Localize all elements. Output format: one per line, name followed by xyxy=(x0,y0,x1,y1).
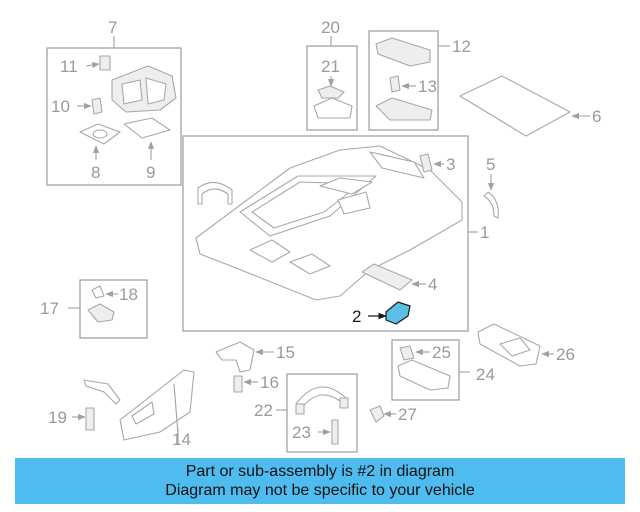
lamp-21-part xyxy=(317,85,345,99)
callout-16: 16 xyxy=(260,373,279,392)
callout-20: 20 xyxy=(321,18,340,37)
bracket-2-part xyxy=(385,301,411,325)
banner-line-1: Part or sub-assembly is #2 in diagram xyxy=(185,463,455,480)
lens-9-part xyxy=(123,117,171,139)
part-6: 6 xyxy=(459,75,601,137)
callout-21: 21 xyxy=(321,57,340,76)
group-20-frame xyxy=(306,45,358,131)
part-5: 5 xyxy=(483,155,499,219)
group-20: 20 21 xyxy=(306,18,358,131)
callout-5: 5 xyxy=(486,155,495,174)
pad-4-part xyxy=(361,263,413,291)
group-17: 17 18 xyxy=(40,279,148,339)
callout-8: 8 xyxy=(91,163,100,182)
screw-16-part xyxy=(233,375,243,393)
bulb-11-part xyxy=(99,55,111,71)
group-17-frame xyxy=(79,279,148,339)
group-24: 24 25 xyxy=(391,339,495,401)
callout-4: 4 xyxy=(428,275,437,294)
info-banner: Part or sub-assembly is #2 in diagram Di… xyxy=(15,458,625,504)
bulb-13-part xyxy=(389,75,401,93)
callout-13: 13 xyxy=(418,77,437,96)
bracket-15-16: 15 16 xyxy=(215,341,295,393)
lamp-20-part xyxy=(313,97,353,119)
clip-3-part xyxy=(419,153,433,173)
headliner-part xyxy=(195,145,463,301)
callout-6: 6 xyxy=(592,107,601,126)
callout-19: 19 xyxy=(48,408,67,427)
lens-12-part xyxy=(375,97,433,121)
callout-15: 15 xyxy=(276,343,295,362)
callout-11: 11 xyxy=(60,57,78,76)
banner-line-2: Diagram may not be specific to your vehi… xyxy=(165,482,475,499)
callout-27: 27 xyxy=(398,405,417,424)
parts-diagram: 7 11 10 8 9 20 21 12 xyxy=(40,18,601,453)
bracket-15-part xyxy=(215,341,255,373)
trim-5-part xyxy=(483,191,499,219)
handle-part xyxy=(197,181,233,205)
group-12: 12 13 xyxy=(368,30,471,131)
sunvisor-group: 14 19 xyxy=(48,369,195,449)
callout-25: 25 xyxy=(432,343,451,362)
mat-6-part xyxy=(459,75,571,137)
callout-22: 22 xyxy=(254,401,273,420)
callout-18: 18 xyxy=(119,285,138,304)
screw-23-part xyxy=(331,419,339,445)
callout-1: 1 xyxy=(480,223,489,242)
map-lamp-housing xyxy=(111,65,177,113)
bulb-10-part xyxy=(91,97,103,115)
callout-7: 7 xyxy=(108,18,117,37)
callout-3: 3 xyxy=(446,155,455,174)
group-7: 7 11 10 8 9 xyxy=(46,18,182,186)
callout-12: 12 xyxy=(452,37,471,56)
callout-14: 14 xyxy=(172,430,191,449)
hook-17-part xyxy=(87,303,115,323)
clip-27-part xyxy=(369,405,385,423)
group-12-frame xyxy=(368,30,439,131)
headliner-frame xyxy=(182,135,469,332)
group-24-frame xyxy=(391,339,460,401)
clip-27: 27 xyxy=(369,405,417,424)
visor-rod-part xyxy=(83,379,121,405)
callout-23: 23 xyxy=(292,423,311,442)
callout-10: 10 xyxy=(51,97,70,116)
callout-9: 9 xyxy=(146,163,155,182)
part-26: 26 xyxy=(477,323,575,367)
callout-2: 2 xyxy=(352,307,361,326)
lamp-24-part xyxy=(397,359,451,391)
console-12-part xyxy=(375,37,431,67)
bulb-25-part xyxy=(399,345,415,361)
callout-24: 24 xyxy=(476,365,495,384)
headliner-group: 1 3 4 2 xyxy=(182,135,489,332)
screw-19-part xyxy=(85,407,95,431)
callout-26: 26 xyxy=(556,345,575,364)
callout-17: 17 xyxy=(40,299,59,318)
group-22-frame xyxy=(286,373,358,453)
group-22: 22 23 xyxy=(254,373,358,453)
